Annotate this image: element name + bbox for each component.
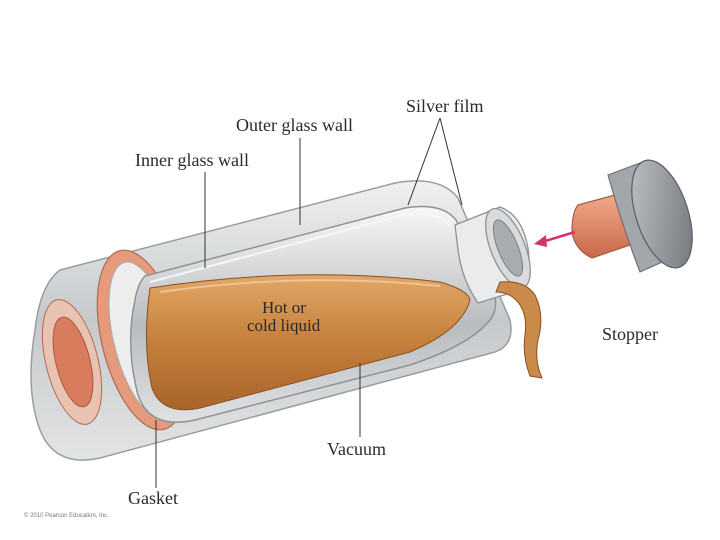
label-gasket: Gasket: [128, 488, 178, 508]
label-liquid-line1: Hot or: [262, 298, 306, 317]
label-liquid-line2: cold liquid: [247, 316, 321, 335]
label-outer-glass-wall: Outer glass wall: [236, 115, 353, 135]
stopper-shape: [571, 159, 693, 273]
leader-lines: [155, 117, 463, 488]
copyright-notice: © 2010 Pearson Education, Inc.: [24, 512, 109, 519]
label-inner-glass-wall: Inner glass wall: [135, 150, 249, 170]
label-vacuum: Vacuum: [327, 439, 386, 459]
insert-arrow: [534, 230, 576, 247]
liquid-shape: [145, 274, 471, 411]
label-stopper: Stopper: [602, 324, 658, 344]
flask-neck-shape: [454, 206, 531, 304]
pouring-stream-shape: [495, 281, 543, 379]
label-silver-film: Silver film: [406, 96, 484, 116]
